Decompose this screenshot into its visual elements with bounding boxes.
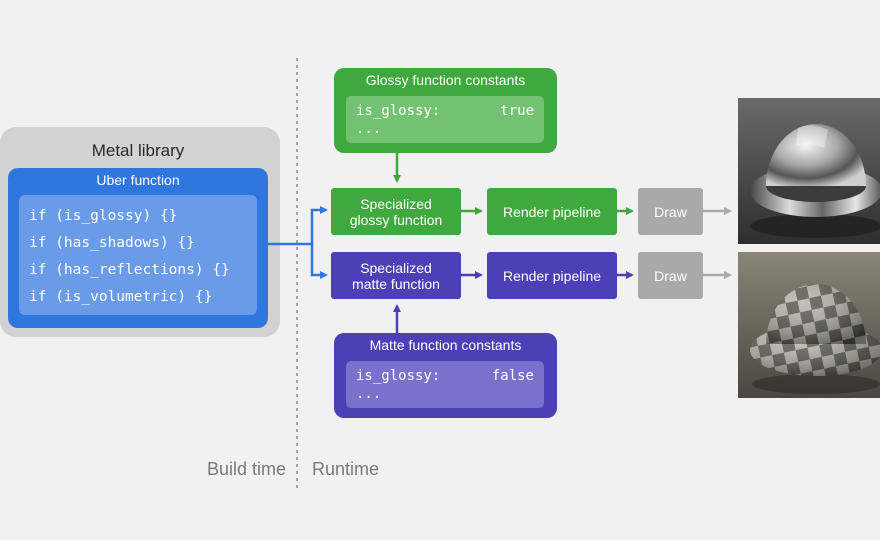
glossy-draw-box: Draw	[638, 188, 703, 235]
uber-function-title: Uber function	[96, 172, 180, 188]
glossy-constant-ellipsis: ...	[356, 121, 382, 137]
build-time-label: Build time	[206, 459, 286, 479]
matte-constant-name: is_glossy:	[356, 368, 441, 384]
matte-constant-ellipsis: ...	[356, 386, 382, 402]
matte-render-image	[738, 252, 880, 398]
matte-constant-row: is_glossy: false	[356, 367, 534, 385]
matte-draw-box: Draw	[638, 252, 703, 299]
code-line-has-shadows: if (has_shadows) {}	[29, 235, 195, 251]
glossy-function-constants-title: Glossy function constants	[365, 72, 526, 88]
glossy-constant-name: is_glossy:	[356, 103, 441, 119]
code-line-has-reflections: if (has_reflections) {}	[29, 262, 230, 278]
glossy-render-image	[738, 98, 880, 244]
uber-to-glossy-connector	[268, 206, 328, 246]
glossy-constant-value: true	[500, 103, 534, 119]
metal-library-title: Metal library	[91, 141, 185, 160]
runtime-label: Runtime	[312, 459, 380, 479]
glossy-specialized-line2: glossy function	[349, 211, 443, 228]
glossy-specialized-line1: Specialized	[360, 195, 432, 212]
code-line-is-glossy: if (is_glossy) {}	[29, 208, 178, 224]
matte-specialized-line1: Specialized	[360, 259, 432, 276]
glossy-constants-code: is_glossy: true ...	[346, 96, 544, 143]
matte-constants-code: is_glossy: false ...	[346, 361, 544, 408]
matte-function-constants-title: Matte function constants	[369, 337, 522, 353]
uber-to-matte-connector	[310, 244, 328, 279]
specialized-matte-function-box: Specialized matte function	[331, 252, 461, 299]
matte-constant-value: false	[491, 368, 534, 384]
code-line-is-volumetric: if (is_volumetric) {}	[29, 289, 213, 305]
glossy-constant-row: is_glossy: true	[356, 102, 534, 120]
matte-specialized-line2: matte function	[352, 275, 440, 292]
glossy-render-pipeline-box: Render pipeline	[487, 188, 617, 235]
uber-function-code: if (is_glossy) {} if (has_shadows) {} if…	[19, 195, 257, 315]
matte-render-pipeline-box: Render pipeline	[487, 252, 617, 299]
specialized-glossy-function-box: Specialized glossy function	[331, 188, 461, 235]
